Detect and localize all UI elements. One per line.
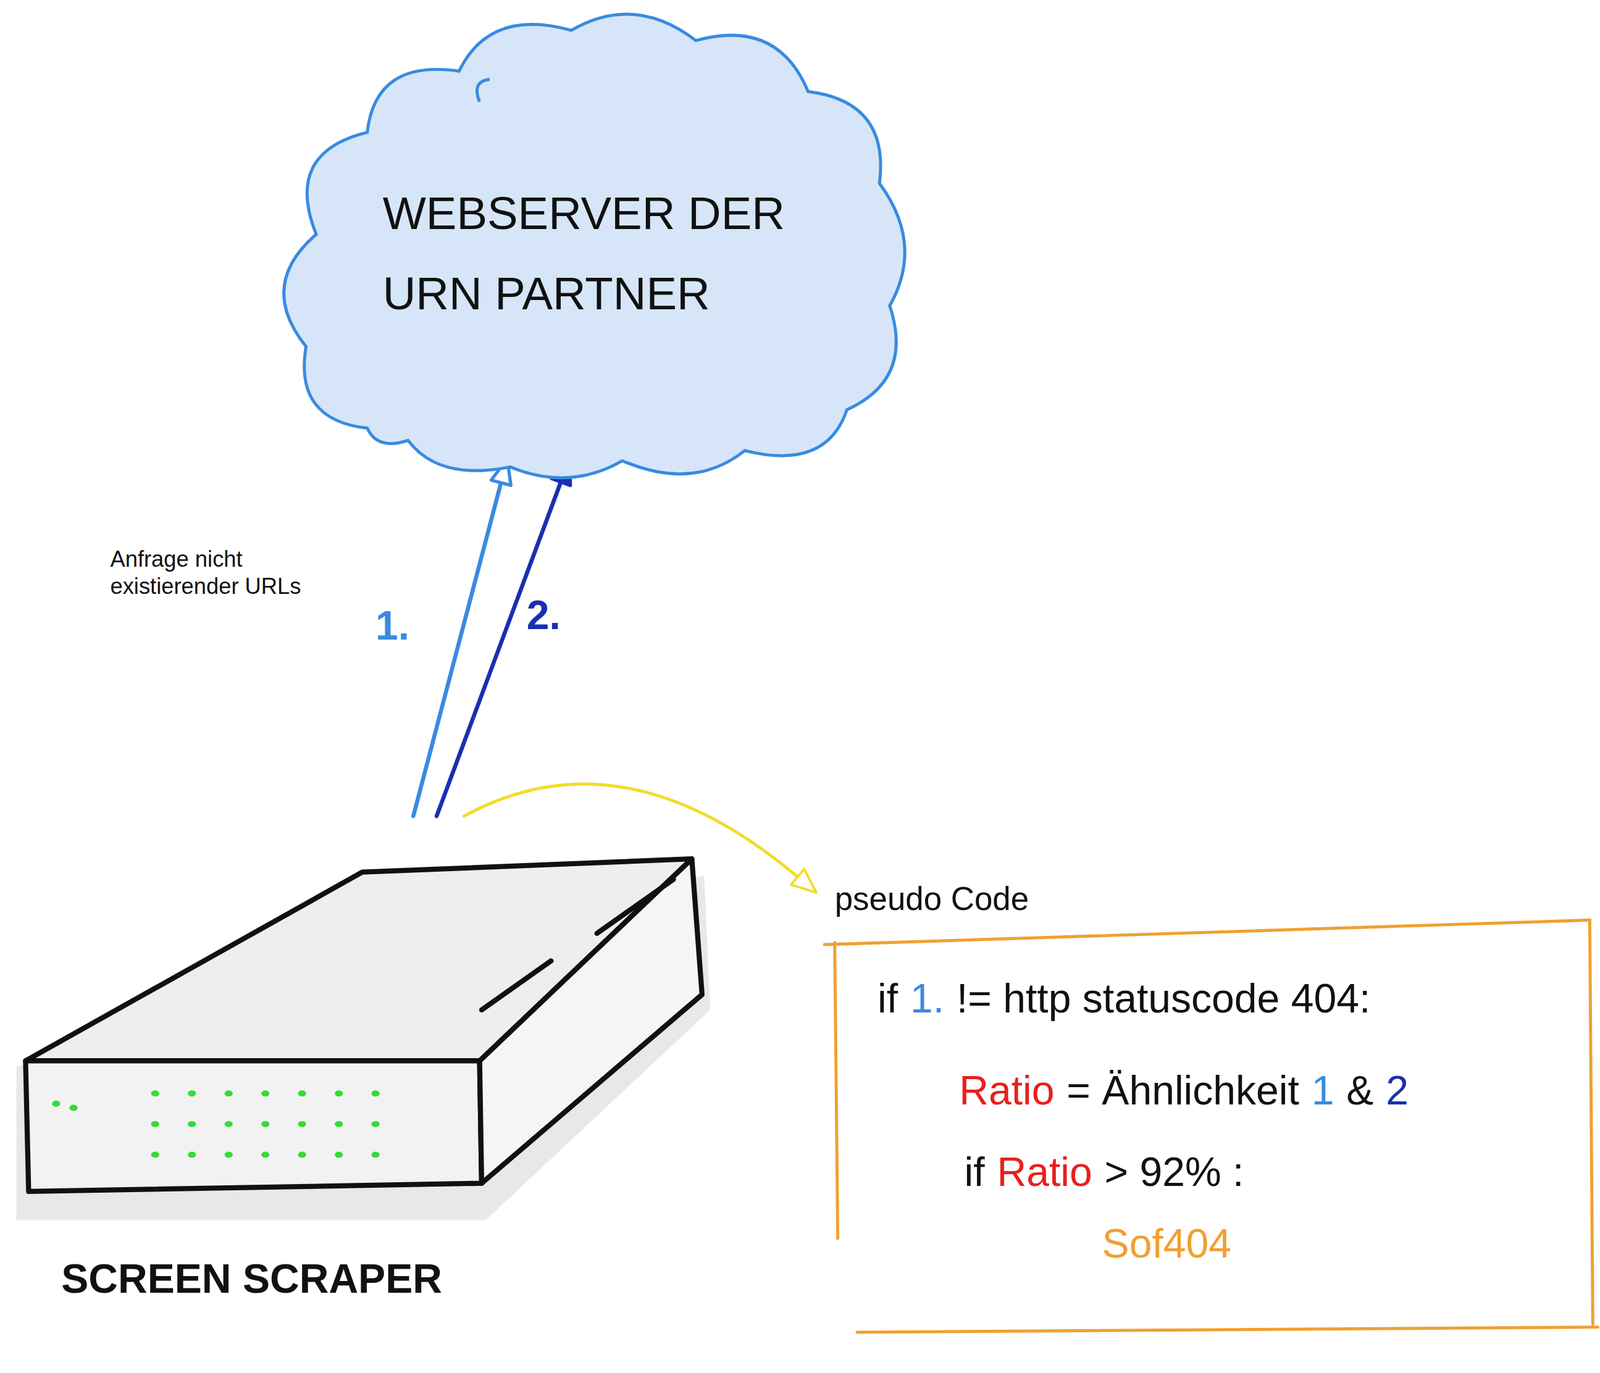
- led-dot: [187, 1151, 196, 1158]
- code-token: 2: [1385, 1066, 1409, 1116]
- code-token: Ratio: [996, 1147, 1092, 1197]
- code-token: if: [877, 974, 898, 1024]
- led-dot: [334, 1121, 343, 1128]
- led-dot: [187, 1090, 196, 1097]
- code-node: pseudo Codeif1.!= http statuscode 404:Ra…: [816, 877, 1597, 1342]
- server-node: SCREEN SCRAPER: [20, 816, 706, 1317]
- callout-number: 2.: [526, 591, 561, 639]
- text-line: SCREEN SCRAPER: [61, 1254, 443, 1304]
- led-dot: [261, 1151, 270, 1158]
- led-dot: [224, 1151, 233, 1158]
- note-label: Anfrage nicht existierender URLs: [109, 545, 345, 600]
- led-dot: [298, 1151, 307, 1158]
- code-token: > 92% :: [1104, 1147, 1245, 1197]
- led-dot: [371, 1121, 380, 1128]
- code-box-outline: [824, 920, 1598, 1333]
- led-dot: [151, 1151, 160, 1158]
- text-line: Sof404: [1102, 1219, 1232, 1269]
- callout-number: 1.: [375, 602, 410, 650]
- led-dot: [151, 1121, 160, 1128]
- code-token: &: [1346, 1066, 1374, 1116]
- led-dot: [371, 1090, 380, 1097]
- led-dot: [298, 1121, 307, 1128]
- led-dot: [187, 1121, 196, 1128]
- node-label: SCREEN SCRAPER: [61, 1254, 443, 1304]
- code-token: = Ähnlichkeit: [1066, 1066, 1300, 1116]
- cloud-shape: [275, 0, 929, 501]
- status-leds: [51, 1090, 380, 1158]
- cloud-outline: [284, 14, 906, 478]
- code-heading: pseudo Code: [834, 879, 1029, 919]
- text-line: pseudo Code: [834, 879, 1029, 919]
- led-dot: [261, 1090, 270, 1097]
- led-dot: [334, 1151, 343, 1158]
- connector-arrow: [463, 784, 816, 893]
- code-token: if: [964, 1147, 985, 1197]
- led-dot: [334, 1090, 343, 1097]
- code-token: 1: [1311, 1066, 1335, 1116]
- led-dot: [151, 1090, 160, 1097]
- led-dot: [261, 1121, 270, 1128]
- connector-arrow: [436, 459, 571, 817]
- led-dot: [371, 1151, 380, 1158]
- code-token: 1.: [910, 974, 945, 1024]
- led-dot: [224, 1121, 233, 1128]
- code-token: Ratio: [959, 1066, 1055, 1116]
- connector-line: [436, 482, 561, 817]
- text-line: WEBSERVER DER URN PARTNER: [382, 173, 873, 335]
- cloud-node: WEBSERVER DER URN PARTNER: [285, 10, 914, 460]
- node-label: WEBSERVER DER URN PARTNER: [382, 187, 785, 320]
- led-dot: [69, 1104, 78, 1111]
- led-dot: [51, 1101, 60, 1108]
- text-line: ifRatio> 92% :: [964, 1147, 1245, 1197]
- arrow-head: [791, 869, 817, 893]
- text-line: Ratio= Ähnlichkeit1&2: [959, 1066, 1409, 1116]
- connector-arrow: [413, 459, 511, 817]
- code-token: != http statuscode 404:: [956, 974, 1371, 1024]
- connector-line: [463, 784, 798, 877]
- code-token: Sof404: [1102, 1219, 1232, 1269]
- led-dot: [298, 1090, 307, 1097]
- text-line: if1.!= http statuscode 404:: [877, 974, 1371, 1024]
- server-illustration: [16, 858, 711, 1221]
- led-dot: [224, 1090, 233, 1097]
- cloud-curl: [477, 79, 491, 102]
